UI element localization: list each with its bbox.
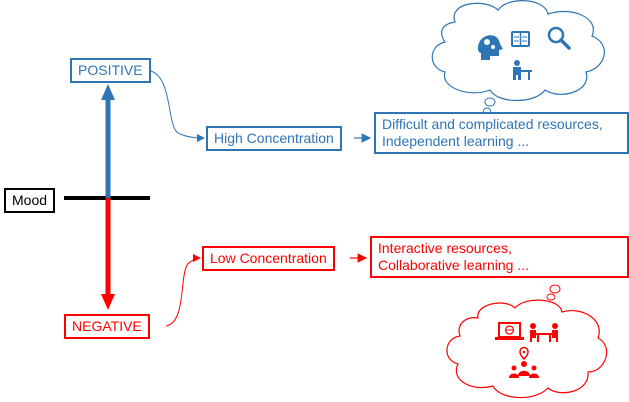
negative-resources-line2: Collaborative learning ... <box>378 257 529 273</box>
two-students-desk-icon <box>530 323 558 342</box>
laptop-globe-icon <box>495 322 524 340</box>
positive-arrowhead <box>101 84 115 100</box>
positive-resources-line2: Independent learning ... <box>382 133 530 149</box>
low-concentration-text: Low Concentration <box>210 250 327 266</box>
positive-resources-line1: Difficult and complicated resources, <box>382 116 603 132</box>
negative-thought-cloud <box>446 284 608 399</box>
positive-connector <box>145 69 205 142</box>
book-icon <box>511 31 530 47</box>
positive-resources-box: Difficult and complicated resources, Ind… <box>374 112 629 154</box>
negative-connector <box>165 254 201 327</box>
positive-text: POSITIVE <box>78 62 143 78</box>
negative-resources-box: Interactive resources, Collaborative lea… <box>370 236 629 278</box>
negative-resources-line1: Interactive resources, <box>378 240 512 256</box>
group-location-icon <box>509 346 539 378</box>
mood-label: Mood <box>4 188 56 213</box>
search-icon <box>547 26 571 50</box>
mood-text: Mood <box>12 192 48 208</box>
low-concentration-box: Low Concentration <box>202 246 335 271</box>
student-desk-icon <box>513 60 532 80</box>
positive-label: POSITIVE <box>70 58 151 83</box>
negative-label: NEGATIVE <box>64 314 150 339</box>
head-gears-icon <box>478 35 503 60</box>
positive-thought-cloud <box>431 0 605 121</box>
negative-arrowhead <box>101 294 115 310</box>
high-concentration-box: High Concentration <box>206 126 342 151</box>
negative-text: NEGATIVE <box>72 318 142 334</box>
high-concentration-text: High Concentration <box>214 130 334 146</box>
